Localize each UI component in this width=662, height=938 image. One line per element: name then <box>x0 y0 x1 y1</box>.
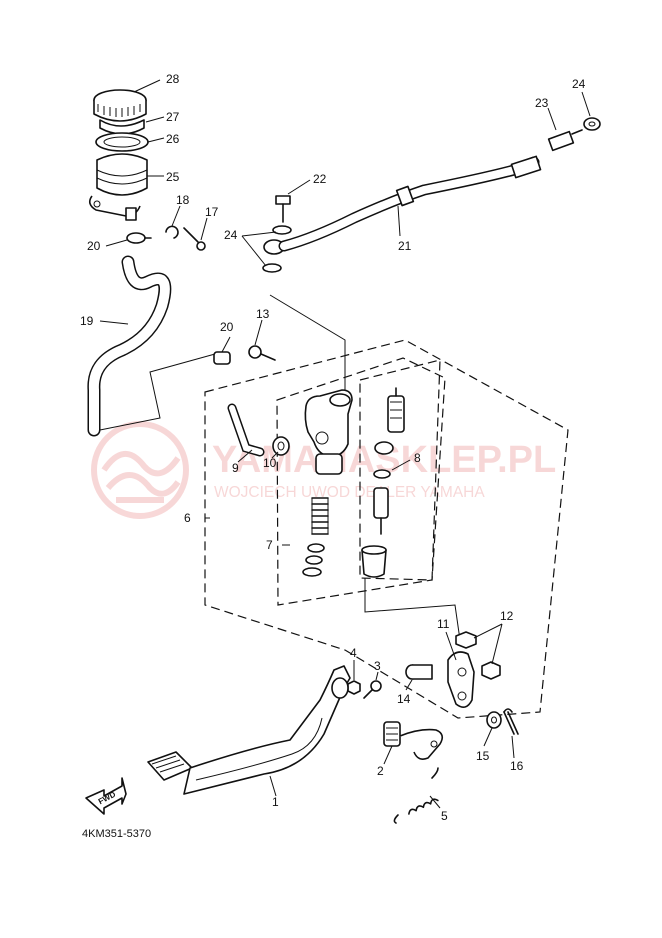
linkage-route-line <box>364 578 461 641</box>
callout-19: 19 <box>80 314 94 328</box>
bolt-13 <box>248 345 276 361</box>
piston-spring <box>311 497 329 535</box>
hose-clamp-20a <box>126 232 152 244</box>
callout-24-left: 24 <box>224 228 238 242</box>
callout-25: 25 <box>166 170 180 184</box>
callout-18: 18 <box>176 193 190 207</box>
watermark-sub: WOJCIECH UWOD DEALER YAMAHA <box>214 484 485 501</box>
watermark-logo-icon <box>91 421 189 519</box>
nut-12a <box>455 631 477 649</box>
diagram-code: 4KM351-5370 <box>82 828 151 840</box>
pivot-shaft-2 <box>383 721 444 760</box>
cable-route-line <box>269 294 346 398</box>
bolt-3 <box>363 680 382 699</box>
piston-cups <box>302 543 325 577</box>
callout-23: 23 <box>535 96 549 110</box>
forward-arrow-icon: FWD <box>85 777 127 815</box>
reservoir-tank <box>88 153 148 221</box>
callout-13: 13 <box>256 307 270 321</box>
callout-labels: 1 2 3 4 5 6 7 8 9 10 11 12 13 14 15 16 1… <box>80 72 586 823</box>
return-spring-5 <box>393 767 439 824</box>
callout-12: 12 <box>500 609 514 623</box>
brake-hose <box>263 155 542 255</box>
callout-4: 4 <box>350 646 357 660</box>
washer-24c <box>583 117 601 131</box>
reservoir-hose <box>87 255 172 437</box>
washer-24a <box>272 225 292 235</box>
reservoir-diaphragm <box>95 132 149 152</box>
callout-26: 26 <box>166 132 180 146</box>
hose-clip-18 <box>165 225 179 239</box>
leader-lines <box>99 79 591 809</box>
callout-16: 16 <box>510 759 524 773</box>
callout-9: 9 <box>232 461 239 475</box>
callout-6: 6 <box>184 511 191 525</box>
callout-28: 28 <box>166 72 180 86</box>
screw-17 <box>183 227 206 251</box>
callout-22: 22 <box>313 172 327 186</box>
assembly-outline-8 <box>359 359 441 581</box>
washer-15 <box>486 711 502 729</box>
callout-7: 7 <box>266 538 273 552</box>
union-bolt-23 <box>547 129 583 152</box>
callout-2: 2 <box>377 764 384 778</box>
callout-5: 5 <box>441 809 448 823</box>
callout-20-lower: 20 <box>220 320 234 334</box>
master-cylinder-body <box>304 389 353 475</box>
hose-clamp-20b <box>213 351 231 365</box>
pin-14 <box>405 664 433 680</box>
nut-4 <box>347 680 361 695</box>
reservoir-cap <box>93 89 147 122</box>
cotter-pin-16 <box>503 708 519 735</box>
callout-11: 11 <box>437 617 450 631</box>
nut-12b <box>481 661 501 680</box>
callout-10: 10 <box>263 456 277 470</box>
brake-pedal-1 <box>147 665 351 795</box>
callout-20-upper: 20 <box>87 239 101 253</box>
reservoir-plate <box>99 119 145 135</box>
callout-1: 1 <box>272 795 279 809</box>
hose-route-line <box>99 353 216 431</box>
clevis-11 <box>447 651 475 708</box>
callout-27: 27 <box>166 110 180 124</box>
assembly-outline-7 <box>276 357 446 606</box>
push-rod <box>373 387 405 535</box>
callout-8: 8 <box>414 451 421 465</box>
assembly-outline-6 <box>204 339 569 719</box>
callout-24-right: 24 <box>572 77 586 91</box>
callout-14: 14 <box>397 692 411 706</box>
dust-boot <box>361 545 387 578</box>
callout-21: 21 <box>398 239 412 253</box>
callout-3: 3 <box>374 659 381 673</box>
callout-17: 17 <box>205 205 219 219</box>
union-pipe-9 <box>227 403 265 457</box>
washer-24b <box>262 263 282 273</box>
callout-15: 15 <box>476 749 490 763</box>
bolt-22 <box>275 195 291 223</box>
o-ring-10 <box>272 436 290 456</box>
